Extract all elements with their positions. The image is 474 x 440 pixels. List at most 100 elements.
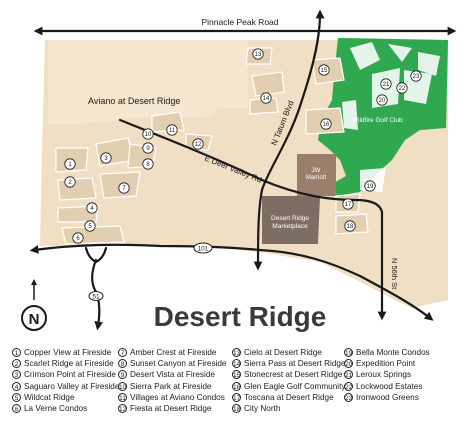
marker-label-7: 7 [122,186,126,192]
legend-label: Leroux Springs [356,370,412,380]
legend-label: Bella Monte Condos [356,348,430,357]
marker-circle-19 [364,180,376,192]
compass: N [21,279,47,331]
aviano-area [48,40,248,124]
legend-label: Sunset Canyon at Fireside [130,359,227,369]
legend-label: Sierra Park at Fireside [130,381,212,391]
hwy-101 [29,243,434,321]
marker-label-1: 1 [68,162,72,168]
marker-circle-14 [260,92,272,104]
marker-label-2: 2 [68,180,72,186]
legend-number: 12 [118,404,127,414]
marker-label-14: 14 [263,96,270,102]
legend-label: La Verne Condos [24,403,88,413]
marker-label-18: 18 [347,224,354,230]
hwy-51-shield: 51 [88,291,104,301]
aviano-label: Aviano at Desert Ridge [88,96,180,106]
hwy-51-label: 51 [92,294,100,301]
legend-number: 11 [118,392,127,402]
compass-n-label: N [29,311,40,328]
marker-circle-5 [84,220,96,232]
legend-label: Saguaro Valley at Fireside [24,381,120,391]
legend-number: 16 [232,381,241,391]
pinnacle-peak-label: Pinnacle Peak Road [201,17,278,27]
legend-number: 1 [12,348,21,358]
legend-number: 4 [12,381,21,391]
legend-number: 21 [344,370,353,380]
legend-label: Sierra Pass at Desert Ridge [244,359,346,369]
marker-label-3: 3 [104,156,108,162]
marker-circle-13 [252,48,264,60]
legend-label: Crimson Point at Fireside [24,370,116,380]
legend-number: 20 [344,359,353,369]
marker-circle-16 [320,118,332,130]
legend-number: 10 [118,381,127,391]
56th-st-label: N 56th St [390,258,399,290]
marker-label-10: 10 [145,132,152,138]
marker-circle-12 [192,138,204,150]
legend-label: Glen Eagle Golf Community [244,381,346,391]
legend-number: 3 [12,370,21,380]
legend-number: 18 [232,404,241,414]
marker-circle-1 [64,158,76,170]
legend-number: 15 [232,370,241,380]
marker-label-8: 8 [146,162,150,168]
map-title: Desert Ridge [154,301,327,332]
marker-circle-11 [166,124,178,136]
marker-label-4: 4 [90,206,94,212]
legend-label: Toscana at Desert Ridge [244,392,334,402]
legend-number: 8 [118,359,127,369]
hwy-101-label: 101 [198,246,209,253]
marker-label-19: 19 [367,184,374,190]
legend-label: Copper View at Fireside [24,348,112,357]
legend-number: 7 [118,348,127,358]
marker-circle-23 [410,70,422,82]
marker-label-15: 15 [321,68,328,74]
legend-number: 23 [344,392,353,402]
marker-label-16: 16 [323,122,330,128]
legend-label: Villages at Aviano Condos [130,392,225,402]
legend-number: 17 [232,392,241,402]
deer-valley-rd [118,118,384,260]
marker-label-22: 22 [399,86,406,92]
marker-circle-9 [142,142,154,154]
legend-label: Scarlet Ridge at Fireside [24,359,114,369]
roads [29,9,457,331]
marker-circle-8 [142,158,154,170]
marker-label-9: 9 [146,146,150,152]
marker-label-21: 21 [383,82,390,88]
legend-label: Wildcat Ridge [24,392,75,402]
legend-label: Ironwood Greens [356,392,419,402]
legend-number: 13 [232,348,241,358]
legend-label: Fiesta at Desert Ridge [130,403,212,413]
marker-circle-10 [142,128,154,140]
legend-number: 14 [232,359,241,369]
marker-circle-18 [344,220,356,232]
marker-label-6: 6 [76,236,80,242]
marker-label-17: 17 [345,202,352,208]
legend-number: 22 [344,381,353,391]
legend-number: 19 [344,348,353,358]
legend-label: Cielo at Desert Ridge [244,348,322,357]
hwy-101-shield: 101 [193,242,213,254]
marker-circle-20 [376,94,388,106]
